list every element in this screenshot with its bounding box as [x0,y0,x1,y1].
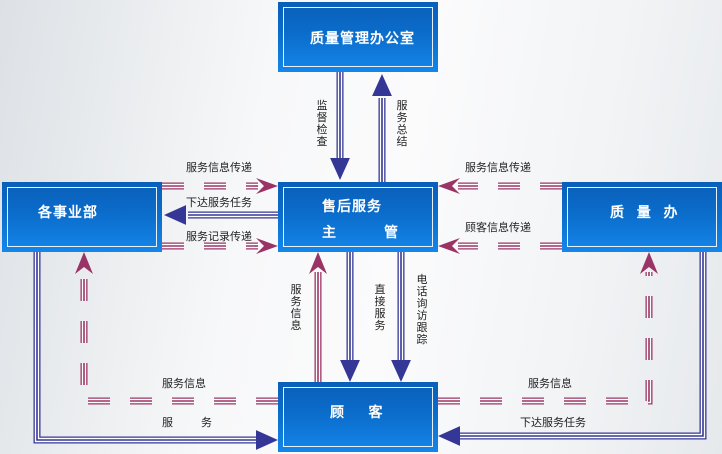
label-supervision: 监督检查 [316,99,328,148]
arrow-up-icon [640,252,658,274]
arrow-left-icon [438,426,460,446]
node-customer-label: 顾 客 [330,405,384,421]
node-quality-dept-label: 质 量 办 [610,205,679,221]
arrow-left-icon [438,238,460,254]
label-record-transfer: 服务记录传递 [186,230,252,243]
connector-assign-task-right [460,252,707,440]
arrow-right-icon [256,178,278,194]
arrow-down-icon [340,360,360,382]
arrow-left-icon [438,178,460,194]
label-customer-info-transfer: 顾客信息传递 [465,221,531,234]
label-assign-task-right: 下达服务任务 [520,416,586,429]
label-service-info-up: 服务信息 [290,283,302,332]
node-quality-office[interactable]: 质量管理办公室 [278,2,438,72]
arrow-right-icon [256,238,278,254]
node-divisions-label: 各事业部 [38,205,98,221]
label-service-info-left: 服务信息 [162,377,206,390]
node-quality-dept[interactable]: 质 量 办 [562,182,722,252]
label-service-info-right: 服务信息 [528,377,572,390]
label-phone-followup: 电话询访跟踪 [416,273,428,346]
node-after-sales-label-2: 主 管 [322,225,399,241]
node-customer[interactable]: 顾 客 [278,382,438,452]
node-after-sales-label-1: 售后服务 [322,199,382,215]
arrow-down-icon [391,360,411,382]
arrow-up-icon [372,74,392,96]
connector-service-left [33,252,256,444]
label-assign-task-div: 下达服务任务 [186,196,252,209]
arrow-up-icon [75,252,93,274]
label-direct-service: 直接服务 [374,283,386,332]
arrow-down-icon [330,158,350,180]
label-service-summary: 服务总结 [396,99,408,148]
label-qd-info-transfer: 服务信息传递 [465,161,531,174]
node-quality-office-label: 质量管理办公室 [310,31,415,47]
arrow-up-icon [309,252,327,274]
label-service-left: 服 务 [162,416,212,429]
arrow-right-icon [256,430,278,450]
node-after-sales[interactable]: 售后服务 主 管 [278,182,438,252]
label-div-info-transfer: 服务信息传递 [186,161,252,174]
arrow-left-icon [164,205,186,225]
node-divisions[interactable]: 各事业部 [2,182,162,252]
